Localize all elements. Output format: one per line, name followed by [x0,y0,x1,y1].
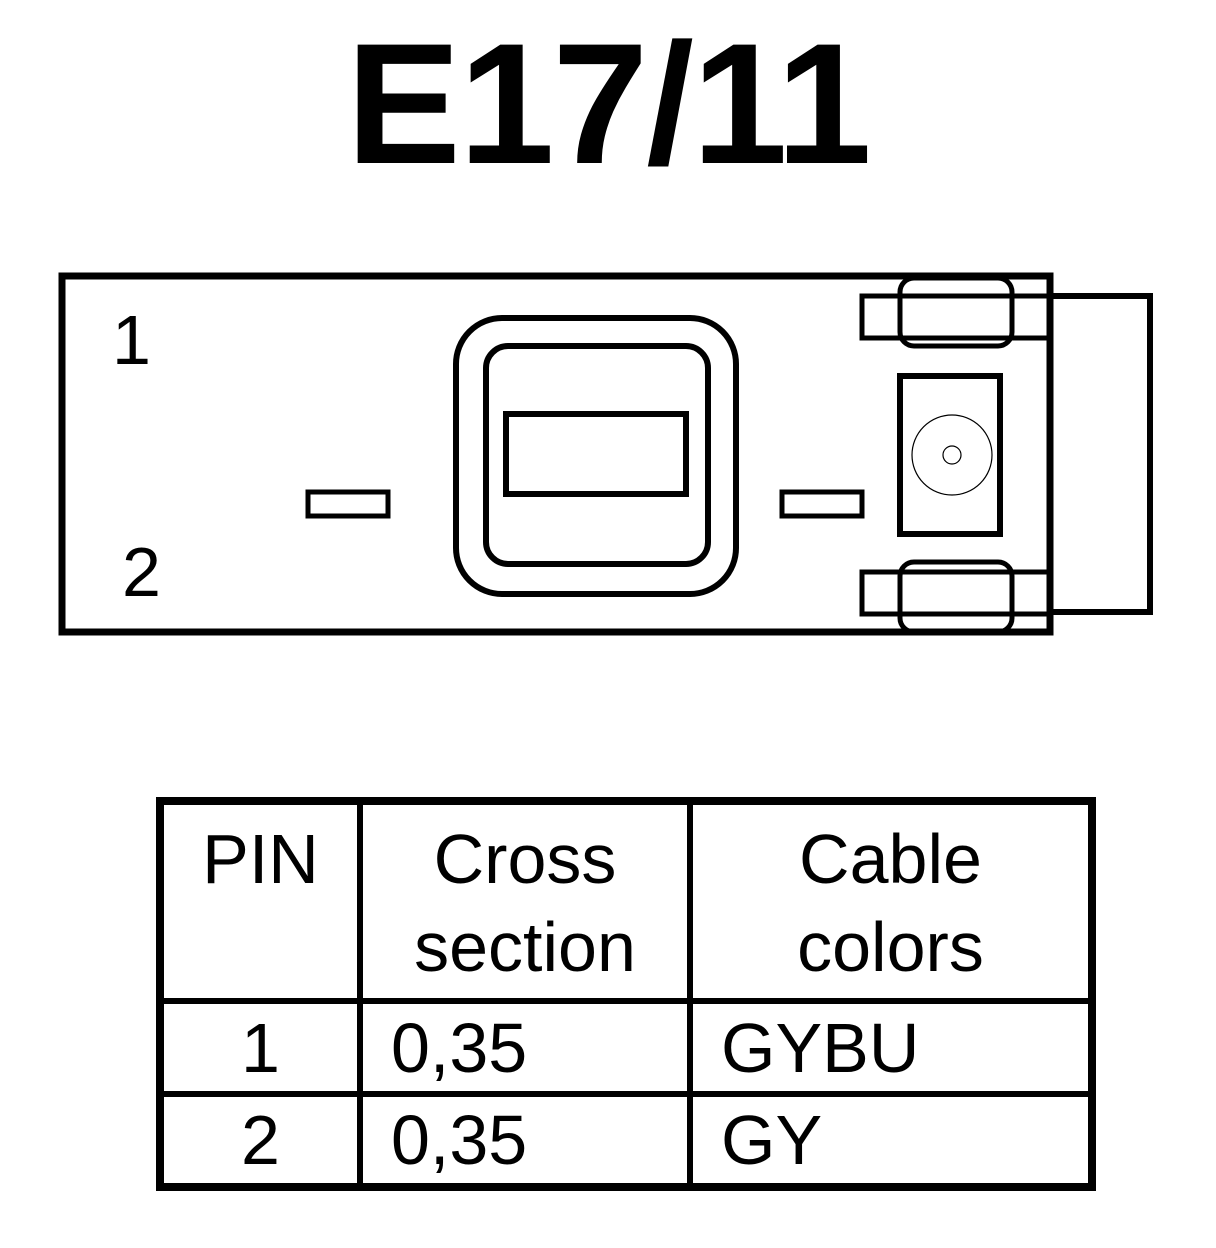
latch-bottom-inner [897,559,1015,635]
cell-pin: 2 [157,1091,363,1190]
connector-latch-frame [1050,293,1153,615]
pin-label-1: 1 [112,301,151,379]
cell-cross-section: 0,35 [357,998,693,1097]
side-slot-left [305,489,391,519]
coding-circle-inner [942,445,962,465]
locking-window-inner [483,343,711,567]
locking-slot [503,411,689,497]
connector-title: E17/11 [346,8,872,200]
side-slot-right [779,489,865,519]
header-pin: PIN [157,798,363,1004]
latch-bottom-outer [859,569,1053,617]
coding-block [897,373,1003,537]
latch-top-outer [859,293,1053,341]
table-row: 2 0,35 GY [157,1091,1095,1190]
coding-circle-outer [911,414,993,496]
cell-cross-section: 0,35 [357,1091,693,1190]
table-row: 1 0,35 GYBU [157,998,1095,1097]
connector-housing [58,272,1054,636]
cell-cable-color: GYBU [687,998,1095,1097]
latch-top-inner [897,275,1015,349]
cell-pin: 1 [157,998,363,1097]
cell-cable-color: GY [687,1091,1095,1190]
locking-window-outer [453,315,739,597]
pin-label-2: 2 [122,533,161,611]
